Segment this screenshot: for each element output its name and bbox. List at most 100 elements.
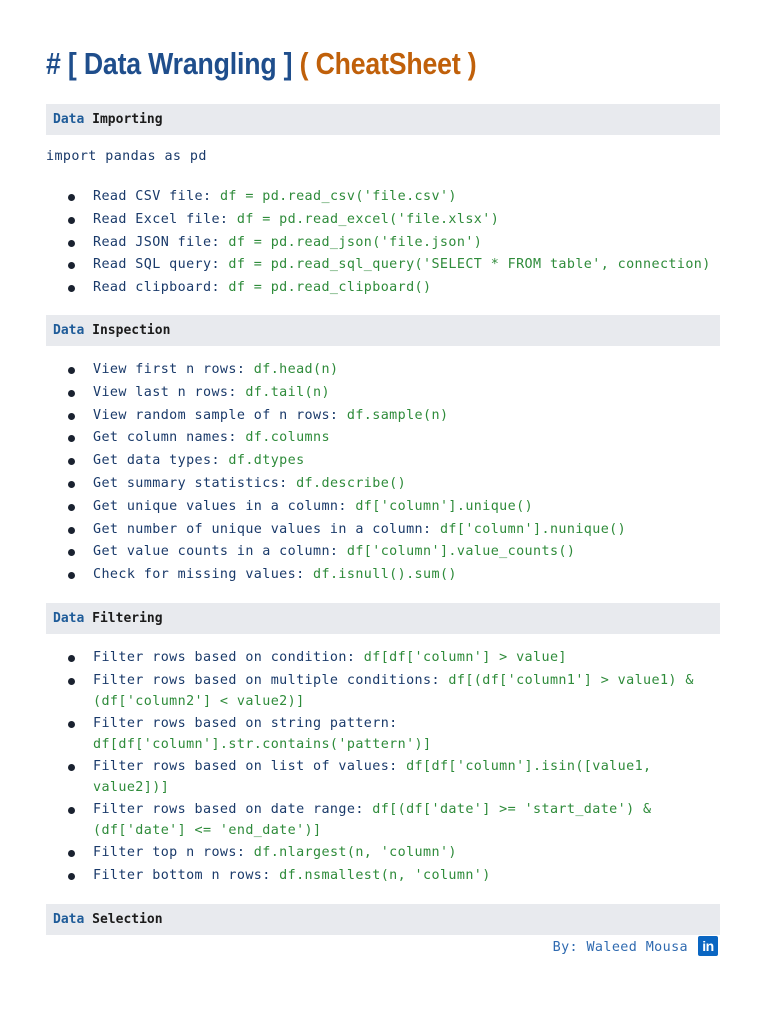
section-header-selection: Data Selection	[46, 904, 720, 935]
section-header-importing: Data Importing	[46, 104, 720, 135]
bullet-icon	[68, 239, 75, 247]
list-item: Read clipboard: df = pd.read_clipboard()	[68, 277, 711, 300]
bullet-icon	[68, 412, 75, 420]
section-keyword: Data	[53, 912, 85, 927]
list-item: Get unique values in a column: df['colum…	[68, 496, 626, 519]
item-text: Read Excel file:	[93, 211, 237, 227]
section-name: Inspection	[92, 323, 171, 338]
item-text: Read SQL query:	[93, 257, 229, 273]
bullet-icon	[68, 458, 75, 466]
list-item: Read CSV file: df = pd.read_csv('file.cs…	[68, 186, 711, 209]
item-code: df.nsmallest(n, 'column')	[279, 867, 491, 883]
item-code: df[df['column'] > value]	[363, 650, 567, 665]
linkedin-icon[interactable]: in	[698, 936, 718, 956]
title-main: # [ Data Wrangling ]	[46, 46, 293, 81]
item-code: df['column'].unique()	[355, 498, 534, 514]
bullet-icon	[68, 806, 75, 814]
item-code: df[df['column'].isin([value1,	[406, 758, 652, 774]
item-code: df.tail(n)	[245, 384, 330, 400]
bullet-icon	[68, 262, 75, 270]
author-credit: By: Waleed Mousa	[552, 940, 688, 955]
list-item: View first n rows: df.head(n)	[68, 359, 626, 382]
bullet-icon	[68, 480, 75, 488]
bullet-icon	[68, 720, 75, 728]
bullet-icon	[68, 549, 75, 557]
item-code: df['column'].nunique()	[439, 521, 627, 537]
list-item: Filter rows based on list of values: df[…	[68, 756, 694, 799]
list-item: Filter rows based on date range: df[(df[…	[68, 799, 694, 842]
bullet-icon	[68, 435, 75, 443]
item-text: Filter bottom n rows:	[93, 867, 280, 883]
item-code-continued: (df['date'] <= 'end_date')]	[93, 823, 322, 839]
item-text: Filter top n rows:	[93, 844, 254, 860]
item-text: Filter rows based on multiple conditions…	[93, 672, 449, 688]
section-name: Importing	[92, 112, 163, 127]
bullet-icon	[68, 216, 75, 224]
item-text: Get value counts in a column:	[93, 544, 347, 560]
list-item: Read SQL query: df = pd.read_sql_query('…	[68, 254, 711, 277]
bullet-icon	[68, 526, 75, 534]
bullet-icon	[68, 503, 75, 511]
list-item: Filter rows based on condition: df[df['c…	[68, 647, 694, 670]
list-item: Check for missing values: df.isnull().su…	[68, 564, 626, 587]
item-text: Read JSON file:	[93, 234, 229, 250]
item-code-continued: (df['column2'] < value2)]	[93, 694, 305, 710]
bullet-icon	[68, 572, 75, 580]
item-text: View last n rows:	[93, 384, 246, 400]
item-text: Filter rows based on condition:	[93, 650, 364, 665]
item-code: df.columns	[245, 430, 330, 446]
item-text: Filter rows based on date range:	[93, 801, 373, 817]
bullet-icon	[68, 763, 75, 771]
section-header-inspection: Data Inspection	[46, 315, 720, 346]
item-code: df = pd.read_sql_query('SELECT * FROM ta…	[228, 257, 711, 273]
bullet-icon	[68, 194, 75, 201]
importing-list: Read CSV file: df = pd.read_csv('file.cs…	[68, 186, 711, 300]
item-text: Get data types:	[93, 453, 229, 469]
item-text: Get number of unique values in a column:	[93, 521, 440, 537]
item-code: df[(df['date'] >= 'start_date') &	[372, 801, 652, 817]
item-text: Get summary statistics:	[93, 475, 297, 491]
list-item: Filter rows based on multiple conditions…	[68, 670, 694, 713]
item-code: df.dtypes	[228, 453, 305, 469]
list-item: Read Excel file: df = pd.read_excel('fil…	[68, 209, 711, 232]
list-item: Filter rows based on string pattern:df[d…	[68, 713, 694, 756]
list-item: Get value counts in a column: df['column…	[68, 541, 626, 564]
list-item: Get summary statistics: df.describe()	[68, 473, 626, 496]
item-code: df = pd.read_excel('file.xlsx')	[236, 211, 500, 227]
section-name: Filtering	[92, 611, 163, 626]
list-item: Get number of unique values in a column:…	[68, 519, 626, 542]
bullet-icon	[68, 367, 75, 374]
list-item: Get column names: df.columns	[68, 427, 626, 450]
title-accent: ( CheatSheet )	[299, 46, 477, 81]
item-text: Get unique values in a column:	[93, 498, 356, 514]
section-keyword: Data	[53, 323, 85, 338]
list-item: Filter bottom n rows: df.nsmallest(n, 'c…	[68, 865, 694, 888]
item-code: df.head(n)	[253, 362, 339, 377]
item-code: df.nlargest(n, 'column')	[253, 844, 457, 860]
item-code: df.isnull().sum()	[313, 567, 457, 583]
item-code: df = pd.read_clipboard()	[228, 280, 432, 296]
list-item: Get data types: df.dtypes	[68, 450, 626, 473]
item-text: View random sample of n rows:	[93, 407, 347, 423]
bullet-icon	[68, 849, 75, 857]
page-title: # [ Data Wrangling ] ( CheatSheet )	[46, 46, 477, 82]
item-code: df.sample(n)	[346, 407, 449, 423]
item-text: Get column names:	[93, 430, 246, 446]
list-item: View last n rows: df.tail(n)	[68, 382, 626, 405]
item-text: Check for missing values:	[93, 567, 314, 583]
bullet-icon	[68, 389, 75, 397]
list-item: Filter top n rows: df.nlargest(n, 'colum…	[68, 842, 694, 865]
section-header-filtering: Data Filtering	[46, 603, 720, 634]
bullet-icon	[68, 655, 75, 662]
item-code-continued: value2])]	[93, 780, 170, 796]
item-code-continued: df[df['column'].str.contains('pattern')]	[93, 737, 432, 753]
bullet-icon	[68, 872, 75, 880]
item-code: df['column'].value_counts()	[346, 544, 576, 560]
bullet-icon	[68, 285, 75, 293]
item-code: df = pd.read_csv('file.csv')	[219, 189, 457, 204]
section-name: Selection	[92, 912, 163, 927]
item-text: Filter rows based on list of values:	[93, 758, 407, 774]
item-text: View first n rows:	[93, 362, 254, 377]
import-statement: import pandas as pd	[46, 149, 207, 164]
section-keyword: Data	[53, 112, 85, 127]
